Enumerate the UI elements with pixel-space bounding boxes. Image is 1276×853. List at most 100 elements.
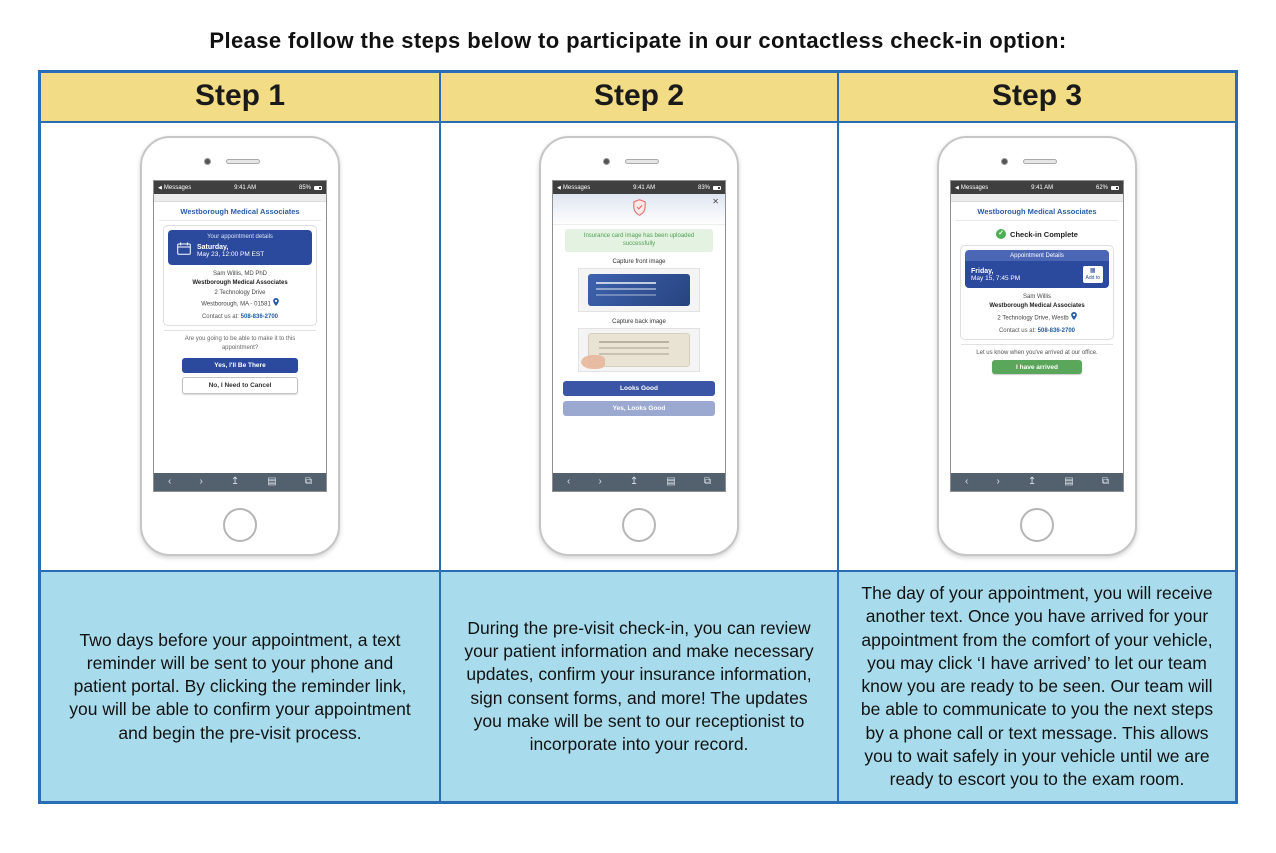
step1-phone-cell: ◀Messages 9:41 AM 85% Westborough Medica… — [41, 123, 439, 572]
location-pin-icon — [1070, 311, 1077, 324]
appointment-card: Your appointment details Saturday, May 2… — [168, 230, 312, 265]
battery-percent: 85% — [298, 184, 311, 191]
iphone-mockup-step1: ◀Messages 9:41 AM 85% Westborough Medica… — [140, 136, 340, 556]
step2-phone-cell: ◀Messages 9:41 AM 83% ✕ Insurance — [439, 123, 837, 572]
front-camera-dot — [204, 158, 211, 165]
need-to-cancel-button[interactable]: No, I Need to Cancel — [181, 377, 299, 395]
capture-front-label: Capture front image — [612, 258, 666, 265]
forward-icon[interactable]: › — [996, 476, 1000, 487]
status-time: 9:41 AM — [633, 184, 656, 191]
phone1-content: Westborough Medical Associates Your appo… — [154, 194, 326, 473]
back-chevron-icon: ◀ — [557, 184, 561, 191]
appointment-datetime: May 15, 7:45 PM — [971, 274, 1021, 282]
address-line1: 2 Technology Drive — [214, 289, 266, 296]
clinic-name: Westborough Medical Associates — [159, 202, 321, 221]
phone2-screen: ◀Messages 9:41 AM 83% ✕ Insurance — [552, 180, 726, 492]
battery-icon — [314, 185, 322, 190]
share-icon[interactable]: ↥ — [1027, 476, 1037, 487]
back-icon[interactable]: ‹ — [567, 476, 571, 487]
provider-info: Sam Willis, MD PhD Westborough Medical A… — [164, 270, 316, 310]
browser-nav-bar: ‹ › ↥ ▤ ⧉ — [553, 473, 725, 491]
status-app-label: Messages — [562, 184, 591, 191]
bookmarks-icon[interactable]: ▤ — [1064, 476, 1074, 487]
battery-icon — [713, 185, 721, 190]
back-chevron-icon: ◀ — [955, 184, 959, 191]
front-camera-dot — [603, 158, 610, 165]
i-have-arrived-button[interactable]: I have arrived — [992, 360, 1082, 375]
browser-url-bar — [951, 194, 1123, 202]
status-time: 9:41 AM — [234, 184, 257, 191]
share-icon[interactable]: ↥ — [629, 476, 639, 487]
confirmation-question: Are you going to be able to make it to t… — [184, 336, 296, 352]
step1-description-cell: Two days before your appointment, a text… — [41, 572, 439, 802]
provider-name: Sam Willis — [1023, 294, 1051, 301]
iphone-mockup-step3: ◀Messages 9:41 AM 62% Westborough Medica… — [937, 136, 1137, 556]
yes-looks-good-button[interactable]: Yes, Looks Good — [563, 400, 715, 416]
home-button[interactable] — [622, 508, 656, 542]
address-line2: Westborough, MA - 01581 — [201, 301, 271, 308]
looks-good-button[interactable]: Looks Good — [563, 380, 715, 396]
phone-row: ◀Messages 9:41 AM 85% Westborough Medica… — [41, 123, 1235, 572]
share-icon[interactable]: ↥ — [230, 476, 240, 487]
browser-nav-bar: ‹ › ↥ ▤ ⧉ — [951, 473, 1123, 491]
divider — [164, 330, 316, 332]
provider-info: Sam Willis Westborough Medical Associate… — [961, 293, 1113, 324]
phone3-content: Westborough Medical Associates ✓ Check-i… — [951, 194, 1123, 473]
appointment-datetime: May 23, 12:00 PM EST — [197, 251, 265, 258]
add-to-label: Add to — [1085, 275, 1100, 282]
tabs-icon[interactable]: ⧉ — [703, 476, 711, 487]
forward-icon[interactable]: › — [598, 476, 602, 487]
iphone-mockup-step2: ◀Messages 9:41 AM 83% ✕ Insurance — [539, 136, 739, 556]
close-icon[interactable]: ✕ — [712, 197, 719, 206]
status-app-label: Messages — [163, 184, 192, 191]
page-title: Please follow the steps below to partici… — [209, 28, 1067, 53]
step3-description-cell: The day of your appointment, you will re… — [837, 572, 1235, 802]
status-app-label: Messages — [960, 184, 989, 191]
speaker-slot — [1023, 159, 1057, 164]
battery-percent: 83% — [697, 184, 710, 191]
add-to-calendar-button[interactable]: ▦ Add to — [1082, 266, 1103, 284]
status-bar: ◀Messages 9:41 AM 83% — [553, 181, 725, 194]
contact-phone-link[interactable]: 508-836-2700 — [240, 314, 279, 321]
appointment-panel: Appointment Details Friday, May 15, 7:45… — [960, 245, 1114, 341]
calendar-clock-icon — [177, 242, 191, 260]
phone1-screen: ◀Messages 9:41 AM 85% Westborough Medica… — [153, 180, 327, 492]
insurance-card-back-image[interactable] — [578, 327, 700, 372]
divider — [961, 344, 1113, 346]
appointment-card-header: Appointment Details — [965, 250, 1109, 261]
browser-url-bar — [154, 194, 326, 202]
organization-name: Westborough Medical Associates — [192, 280, 288, 287]
step3-phone-cell: ◀Messages 9:41 AM 62% Westborough Medica… — [837, 123, 1235, 572]
header-row: Step 1 Step 2 Step 3 — [41, 73, 1235, 123]
forward-icon[interactable]: › — [199, 476, 203, 487]
status-bar: ◀Messages 9:41 AM 62% — [951, 181, 1123, 194]
battery-icon — [1111, 185, 1119, 190]
arrival-note: Let us know when you've arrived at our o… — [976, 350, 1098, 357]
insurance-card-front-image[interactable] — [578, 267, 700, 312]
step2-description: During the pre-visit check-in, you can r… — [464, 617, 814, 755]
organization-name: Westborough Medical Associates — [989, 303, 1085, 310]
bookmarks-icon[interactable]: ▤ — [267, 476, 277, 487]
calendar-icon: ▦ — [1089, 268, 1096, 274]
status-bar: ◀Messages 9:41 AM 85% — [154, 181, 326, 194]
home-button[interactable] — [1020, 508, 1054, 542]
tabs-icon[interactable]: ⧉ — [304, 476, 312, 487]
yes-ill-be-there-button[interactable]: Yes, I'll Be There — [181, 358, 299, 374]
back-icon[interactable]: ‹ — [168, 476, 172, 487]
contact-label: Contact us at: — [998, 328, 1036, 335]
back-icon[interactable]: ‹ — [965, 476, 969, 487]
contact-phone-link[interactable]: 508-836-2700 — [1037, 328, 1076, 335]
battery-percent: 62% — [1095, 184, 1108, 191]
location-pin-icon — [272, 297, 279, 310]
step2-description-cell: During the pre-visit check-in, you can r… — [439, 572, 837, 802]
home-button[interactable] — [223, 508, 257, 542]
capture-back-label: Capture back image — [612, 318, 666, 325]
status-time: 9:41 AM — [1031, 184, 1054, 191]
tabs-icon[interactable]: ⧉ — [1101, 476, 1109, 487]
provider-name: Sam Willis, MD PhD — [212, 271, 267, 277]
bookmarks-icon[interactable]: ▤ — [666, 476, 676, 487]
appointment-card: Appointment Details Friday, May 15, 7:45… — [965, 250, 1109, 289]
appointment-panel: Your appointment details Saturday, May 2… — [163, 225, 317, 327]
phone3-screen: ◀Messages 9:41 AM 62% Westborough Medica… — [950, 180, 1124, 492]
step3-description: The day of your appointment, you will re… — [860, 583, 1214, 790]
